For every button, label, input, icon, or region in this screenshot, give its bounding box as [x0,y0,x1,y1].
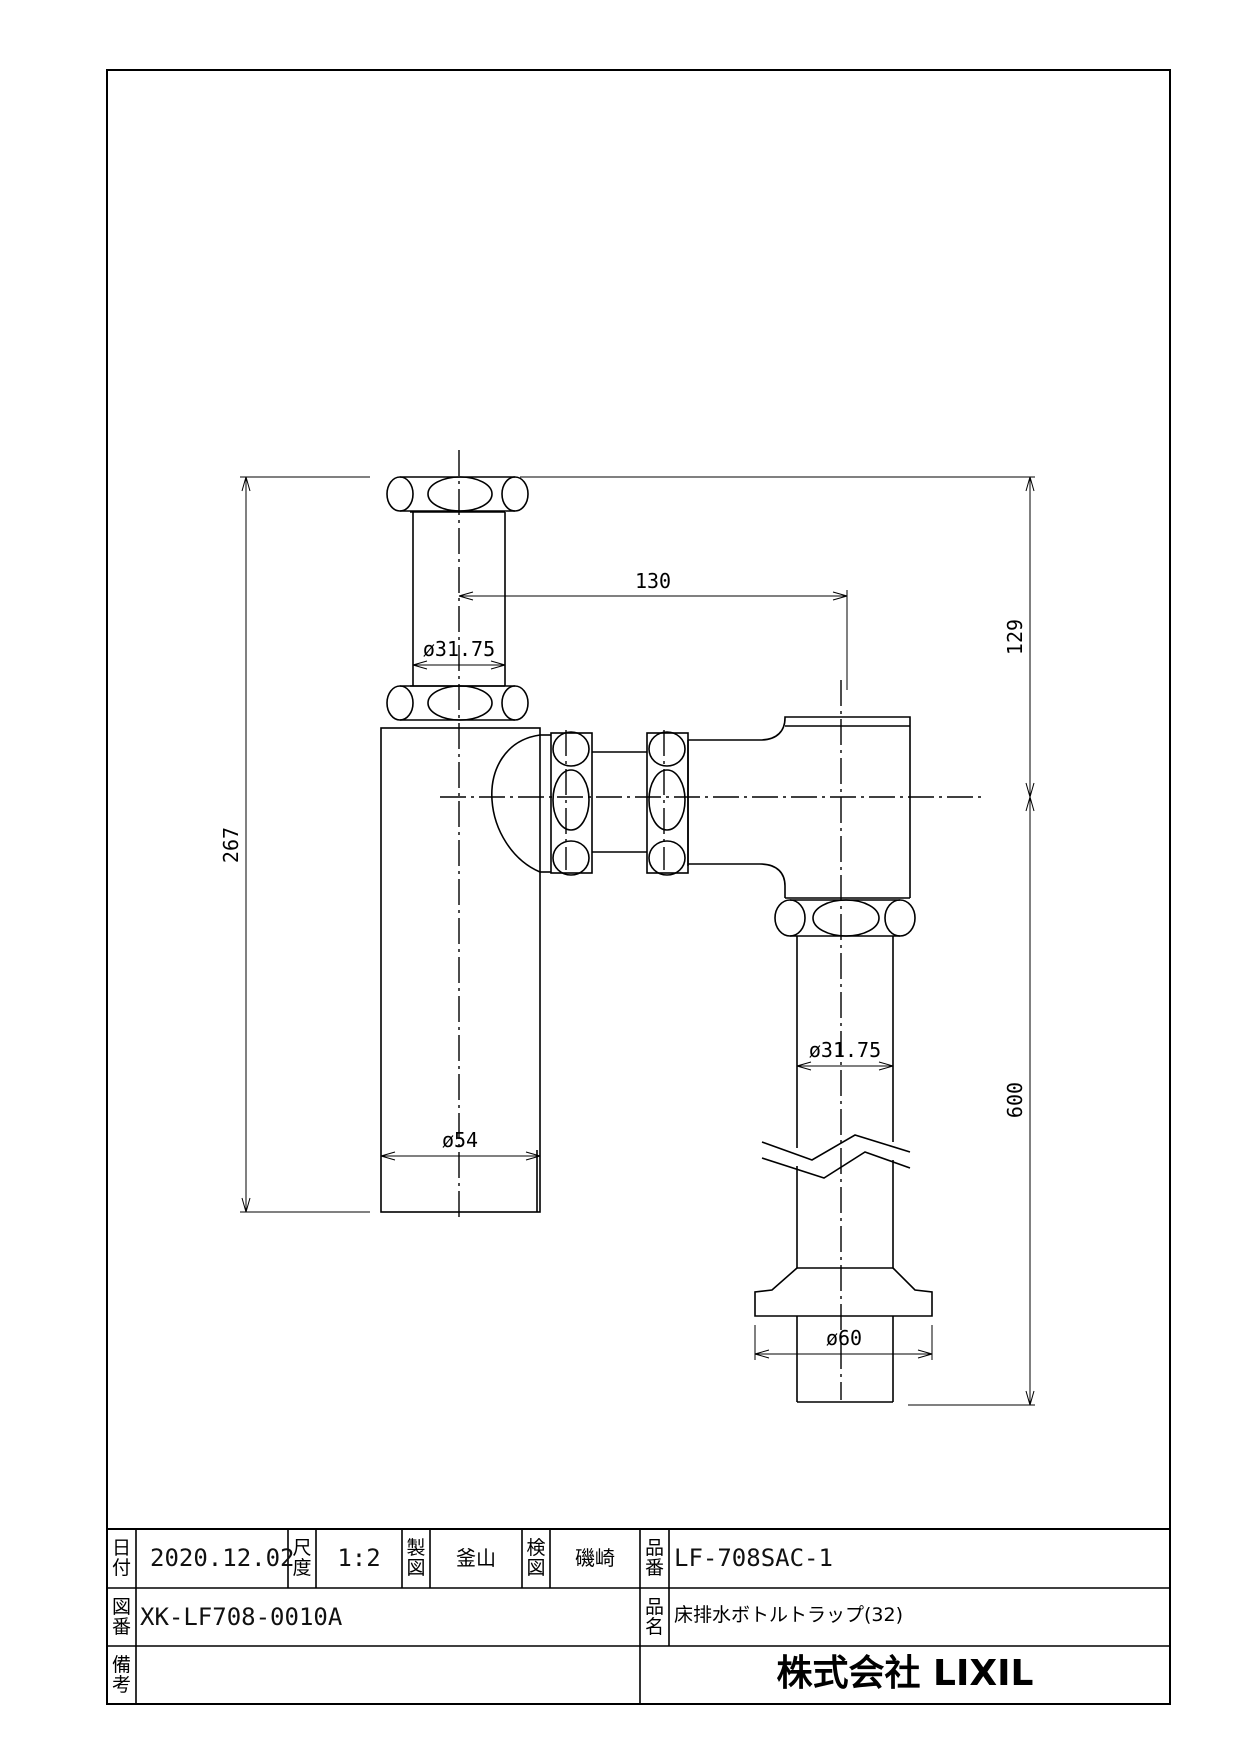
lower-nut-outline [400,685,515,721]
drawing-no-label-char-2: 番 [111,1615,131,1638]
dim-text-lower-length: 600 [1003,1082,1027,1118]
nut-1-center-lobe [552,769,590,831]
nut-2-center-lobe [648,769,686,831]
part-no-label: 品 番 [640,1531,669,1587]
part-no-label-char-2: 番 [644,1557,664,1579]
outlet-nut-right-lobe [884,899,916,937]
part-no-label-char-1: 品 [644,1537,664,1560]
lower-nut-center-lobe [427,685,493,721]
product-name-label: 品 名 [640,1590,669,1645]
checked-label-char-2: 図 [526,1557,546,1579]
drawing-no-label: 図 番 [107,1590,136,1645]
product-name-label-char-1: 品 [644,1595,664,1618]
dim-text-inlet-diameter: ø31.75 [423,637,495,661]
bottle-body [380,727,541,1213]
date-value: 2020.12.02 [150,1544,295,1572]
date-label-char-2: 付 [111,1557,131,1579]
remarks-label-char-1: 備 [111,1653,131,1676]
remarks-label: 備 考 [107,1648,136,1703]
elbow-upper-outline [688,716,911,898]
scale-value: 1:2 [337,1544,381,1572]
sheet-border [106,69,1171,1705]
checked-label-char-1: 検 [526,1537,546,1560]
company-name: 株式会社 LIXIL [776,1653,1034,1694]
dim-text-body-diameter: ø54 [442,1128,478,1152]
dim-text-overall-height: 267 [219,827,243,863]
horizontal-connection [550,716,911,899]
top-nut-outline [400,476,515,512]
drawn-label-char-1: 製 [406,1537,426,1560]
date-label: 日 付 [107,1531,136,1587]
top-nut-right-lobe [501,476,529,512]
scale-label-char-1: 尺 [292,1537,312,1560]
remarks-label-char-2: 考 [111,1673,131,1696]
title-block-grid [107,1528,1170,1704]
elbow-lower-outline [688,863,786,898]
floor-flange [754,1267,933,1317]
scale-label: 尺 度 [288,1531,316,1587]
drawing-no-label-char-1: 図 [111,1595,131,1618]
product-name: 床排水ボトルトラップ(32) [674,1604,904,1626]
break-line-lower [761,1151,911,1179]
nut-1-top-lobe [552,731,590,767]
date-label-char-1: 日 [111,1537,131,1560]
break-line-upper [761,1134,911,1161]
dim-text-flange-diameter: ø60 [826,1326,862,1350]
dim-text-130: 130 [635,569,671,593]
drawn-by-value: 釜山 [456,1546,496,1570]
dim-text-outlet-diameter: ø31.75 [809,1038,881,1062]
bottle-dome [491,734,541,873]
drawing-number: XK-LF708-0010A [140,1603,343,1631]
part-number: LF-708SAC-1 [674,1544,833,1572]
center-lines [440,450,985,1400]
checked-by-value: 磯崎 [575,1546,615,1570]
outlet-nut-center-lobe [812,899,880,937]
dimension-texts: 130 ø31.75 ø31.75 ø54 ø60 267 129 600 [219,569,1027,1350]
nut-1-bottom-lobe [552,840,590,876]
drawn-label-char-2: 図 [406,1557,426,1579]
dimension-lines [240,476,1035,1406]
top-nut-center-lobe [427,476,493,512]
lower-nut-left-lobe [386,685,414,721]
nut-2-bottom-lobe [648,840,686,876]
dim-text-upper-height: 129 [1003,619,1027,655]
drawn-by-label: 製 図 [402,1531,430,1587]
nut-2-top-lobe [648,731,686,767]
outlet-assembly [754,899,933,1403]
scale-label-char-2: 度 [292,1557,312,1579]
nut-2-outline [646,732,689,874]
nut-1-outline [550,732,593,874]
outlet-nut-left-lobe [774,899,806,937]
checked-by-label: 検 図 [522,1531,550,1587]
outlet-nut-outline [790,899,900,937]
inlet-assembly [380,476,551,1213]
product-name-label-char-2: 名 [644,1615,664,1638]
lower-nut-right-lobe [501,685,529,721]
top-nut-left-lobe [386,476,414,512]
